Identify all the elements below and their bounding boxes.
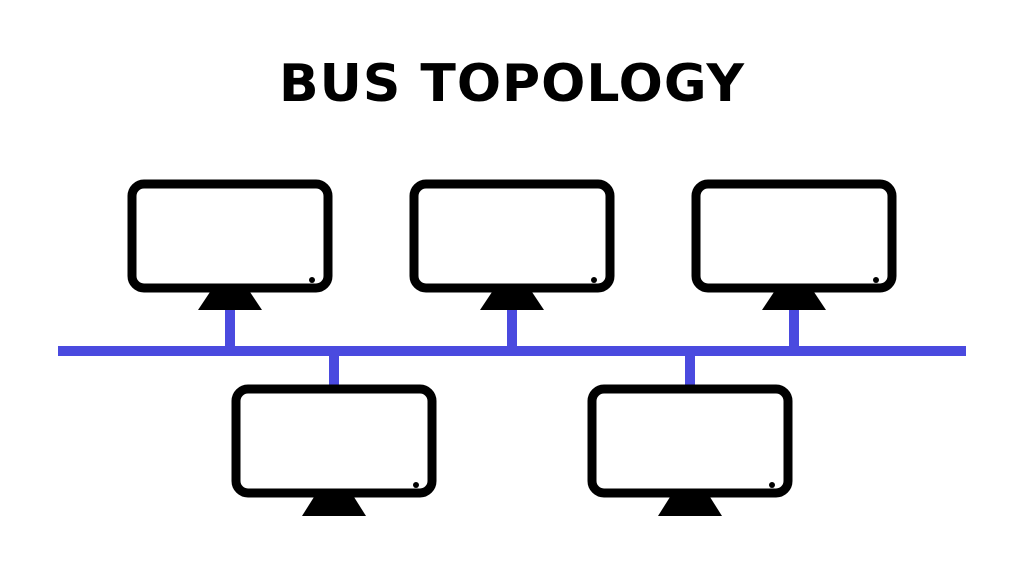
diagram-title: BUS TOPOLOGY xyxy=(278,54,746,114)
monitor-icon xyxy=(231,384,437,516)
monitor-icon xyxy=(691,179,897,310)
computer-1 xyxy=(127,179,333,310)
monitor-icon xyxy=(127,179,333,310)
monitor-icon xyxy=(409,179,615,310)
monitor-icon xyxy=(587,384,793,516)
computer-4 xyxy=(231,384,437,516)
computer-2 xyxy=(409,179,615,310)
computer-5 xyxy=(587,384,793,516)
computer-3 xyxy=(691,179,897,310)
